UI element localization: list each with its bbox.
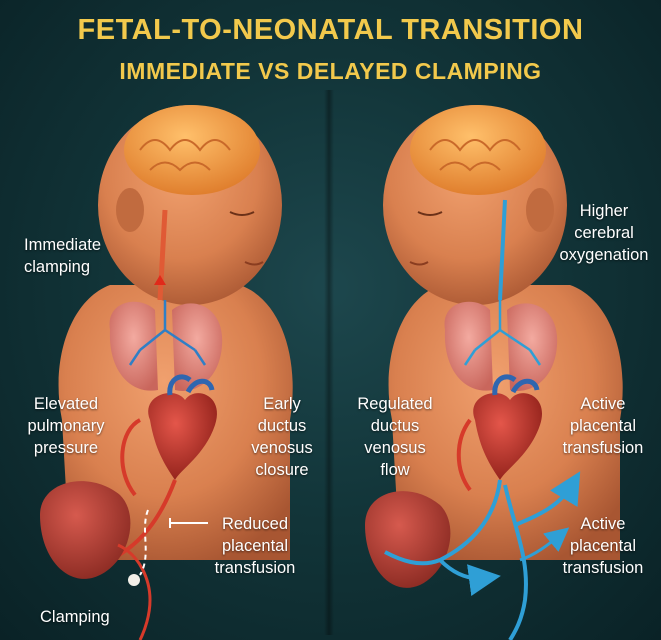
label-line: oxygenation bbox=[550, 244, 658, 266]
label-line: Regulated bbox=[345, 393, 445, 415]
label-immediate-clamping: Immediate clamping bbox=[24, 234, 101, 278]
label-line: placental bbox=[548, 535, 658, 557]
label-line: Elevated bbox=[6, 393, 126, 415]
label-line: pulmonary bbox=[6, 415, 126, 437]
label-line: cerebral bbox=[550, 222, 658, 244]
left-placenta bbox=[40, 481, 130, 579]
label-line: venosus bbox=[345, 437, 445, 459]
label-line: ductus bbox=[345, 415, 445, 437]
label-line: Immediate bbox=[24, 234, 101, 256]
label-line: placental bbox=[200, 535, 310, 557]
label-active-transfusion-bottom: Active placental transfusion bbox=[548, 513, 658, 579]
label-line: flow bbox=[345, 459, 445, 481]
label-line: transfusion bbox=[548, 437, 658, 459]
left-ear bbox=[116, 188, 144, 232]
label-line: clamping bbox=[24, 256, 101, 278]
right-placenta bbox=[365, 491, 450, 588]
label-line: Higher bbox=[550, 200, 658, 222]
label-line: pressure bbox=[6, 437, 126, 459]
label-line: Reduced bbox=[200, 513, 310, 535]
label-reduced-transfusion: Reduced placental transfusion bbox=[200, 513, 310, 579]
left-brain bbox=[124, 105, 260, 195]
label-line: transfusion bbox=[548, 557, 658, 579]
label-line: Early bbox=[232, 393, 332, 415]
label-early-closure: Early ductus venosus closure bbox=[232, 393, 332, 481]
label-line: closure bbox=[232, 459, 332, 481]
label-active-transfusion-top: Active placental transfusion bbox=[548, 393, 658, 459]
label-line: venosus bbox=[232, 437, 332, 459]
label-line: Active bbox=[548, 513, 658, 535]
label-elevated-pressure: Elevated pulmonary pressure bbox=[6, 393, 126, 459]
label-line: Active bbox=[548, 393, 658, 415]
label-higher-oxygenation: Higher cerebral oxygenation bbox=[550, 200, 658, 266]
label-clamping: Clamping bbox=[40, 606, 110, 628]
label-line: ductus bbox=[232, 415, 332, 437]
label-line: placental bbox=[548, 415, 658, 437]
label-regulated-flow: Regulated ductus venosus flow bbox=[345, 393, 445, 481]
cord-clamp-icon bbox=[128, 574, 140, 586]
right-flow-arrow-1 bbox=[440, 560, 485, 578]
label-line: transfusion bbox=[200, 557, 310, 579]
